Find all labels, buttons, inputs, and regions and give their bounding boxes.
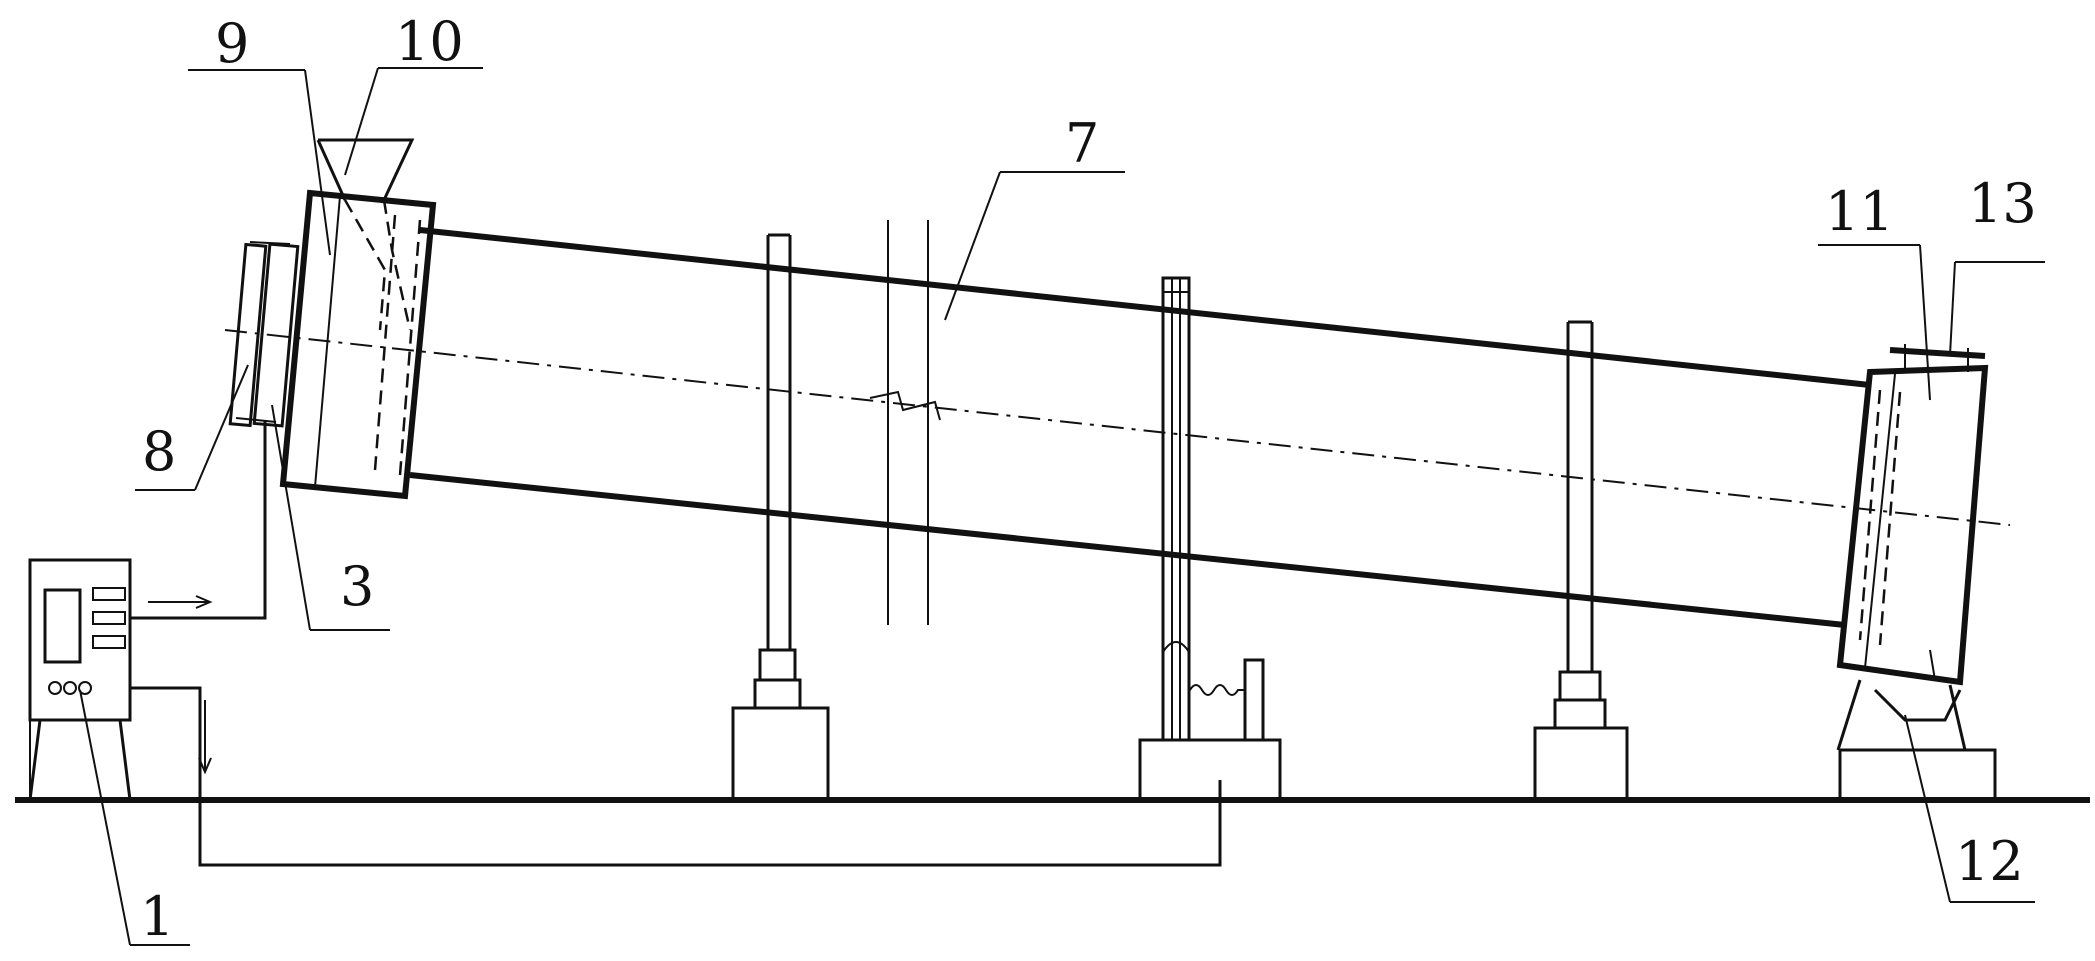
- support-1: [731, 233, 830, 802]
- discharge-chute: [1836, 679, 1997, 802]
- support-3: [1533, 320, 1629, 802]
- kiln-drum: [224, 220, 2011, 628]
- discharge-head: [1836, 364, 1989, 686]
- support-2: [1138, 276, 1282, 802]
- control-box: [28, 558, 132, 801]
- label-1: 1: [140, 885, 174, 948]
- leader-lines: [79, 67, 2045, 946]
- label-8: 8: [142, 420, 176, 483]
- label-13: 13: [1968, 172, 2037, 235]
- feed-hopper: [316, 138, 415, 331]
- label-3: 3: [340, 555, 374, 618]
- label-9: 9: [215, 12, 249, 75]
- label-12: 12: [1955, 830, 2024, 893]
- feed-head: [279, 189, 437, 500]
- top-connector: [1889, 344, 1986, 372]
- drive-gear: [228, 241, 300, 428]
- label-7: 7: [1065, 112, 1099, 175]
- label-11: 11: [1825, 180, 1894, 243]
- label-10: 10: [395, 10, 464, 73]
- control-wiring: [130, 420, 1222, 867]
